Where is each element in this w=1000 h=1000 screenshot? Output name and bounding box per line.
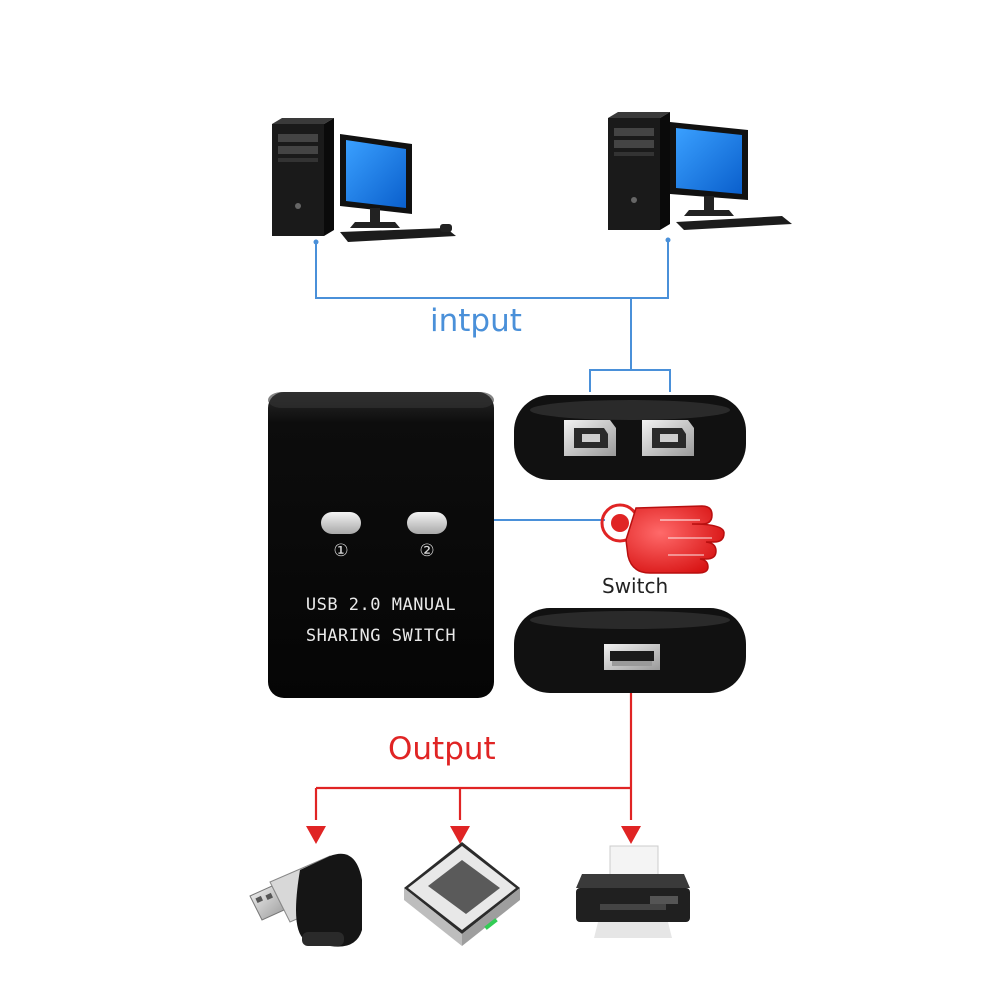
input-label: intput: [430, 303, 522, 339]
output-label: Output: [388, 731, 496, 767]
usb-sharing-switch-device: [268, 392, 494, 698]
computer-left-icon: [272, 118, 456, 242]
usb-b-port-icon: [642, 420, 694, 456]
usb-b-port-icon: [564, 420, 616, 456]
device-label-line-1: USB 2.0 MANUAL: [305, 595, 457, 615]
output-connector-lines: [314, 690, 633, 820]
switch-back-panel: [514, 395, 746, 480]
switch-front-panel: [514, 608, 746, 693]
pressing-finger-icon: [600, 503, 725, 574]
printer-icon: [576, 845, 690, 938]
port-1-label: ①: [333, 541, 349, 561]
usb-flash-drive-icon: [249, 853, 362, 947]
switch-label: Switch: [602, 574, 669, 598]
computer-right-icon: [608, 112, 792, 230]
usb-a-port-icon: [604, 644, 660, 670]
output-arrowheads: [306, 826, 641, 844]
port-2-label: ②: [419, 541, 435, 561]
led-button-1[interactable]: [321, 512, 361, 534]
led-button-2[interactable]: [407, 512, 447, 534]
device-label: USB 2.0 MANUAL SHARING SWITCH: [268, 590, 494, 652]
input-connector-lines: [313, 237, 671, 521]
device-label-line-2: SHARING SWITCH: [305, 626, 457, 646]
scanner-icon: [404, 842, 520, 946]
